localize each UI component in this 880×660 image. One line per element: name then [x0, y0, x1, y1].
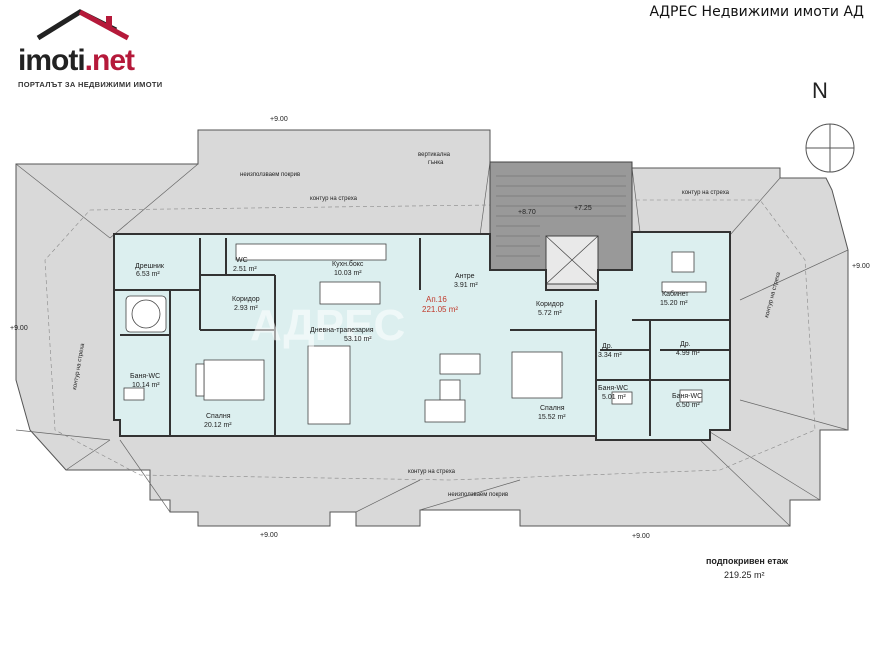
room-area: 10.03 m²: [334, 270, 362, 277]
room-area: 5.01 m²: [602, 394, 626, 401]
room-area: 3.34 m²: [598, 352, 622, 359]
room-labels: Дрешник 6.53 m² WC 2.51 m² Кухн.бокс 10.…: [130, 257, 702, 429]
room-area: 20.12 m²: [204, 422, 232, 429]
elev-bottom-left: +9.00: [260, 532, 278, 539]
room-name: Др.: [602, 343, 613, 350]
unused-roof-bottom: неизползваем покрив: [448, 492, 508, 498]
eave-label-right-top: контур на стреха: [682, 190, 730, 196]
house-roof-icon: [36, 9, 130, 41]
elev-top-left: +9.00: [270, 116, 288, 123]
agency-name: АДРЕС Недвижими имоти АД: [649, 4, 864, 20]
site-logo[interactable]: imoti.net ПОРТАЛЪТ ЗА НЕДВИЖИМИ ИМОТИ: [8, 8, 168, 89]
vertical-fold-line1: вертикална: [418, 152, 451, 158]
furniture: [123, 243, 707, 425]
room-area: 53.10 m²: [344, 336, 372, 343]
room-name: Коридор: [536, 301, 564, 308]
room-area: 4.99 m²: [676, 350, 700, 357]
room-name: Кабинет: [662, 290, 689, 298]
roof-ridges: [15, 161, 849, 527]
room-area: 5.72 m²: [538, 310, 562, 317]
logo-wordmark: imoti.net: [18, 44, 135, 78]
room-name: WC: [236, 257, 248, 264]
elevation-markers: +9.00 +9.00 +9.00 +9.00 +9.00 +8.70 +7.2…: [10, 116, 870, 540]
unused-roof-top: неизползваем покрив: [240, 172, 300, 178]
room-name: Коридор: [232, 296, 260, 303]
interior-walls: [114, 238, 730, 436]
room-area: 10.14 m²: [132, 382, 160, 389]
compass-rose-icon: [805, 123, 855, 173]
logo-subtitle: ПОРТАЛЪТ ЗА НЕДВИЖИМИ ИМОТИ: [18, 80, 163, 89]
elev-stair1: +8.70: [518, 209, 536, 216]
room-name: Баня-WC: [130, 373, 160, 380]
north-label: N: [812, 78, 828, 103]
room-name: Спалня: [540, 405, 565, 412]
room-area: 15.52 m²: [538, 414, 566, 421]
eave-label-top: контур на стреха: [310, 196, 358, 202]
apartment-area: 221.05 m²: [422, 305, 458, 314]
room-name: Дрешник: [135, 263, 165, 270]
room-area: 3.91 m²: [454, 282, 478, 289]
elev-left: +9.00: [10, 325, 28, 332]
room-area: 6.53 m²: [136, 271, 160, 278]
room-area: 15.20 m²: [660, 300, 688, 307]
logo-domain: .net: [84, 44, 135, 77]
room-area: 2.51 m²: [233, 266, 257, 273]
room-name: Баня-WC: [598, 385, 628, 392]
elev-stair2: +7.25: [574, 205, 592, 212]
room-name: Др.: [680, 341, 691, 348]
stair-steps: [496, 175, 626, 257]
vertical-fold-line2: гънка: [428, 160, 444, 166]
room-area: 6.50 m²: [676, 402, 700, 409]
eave-label-bottom: контур на стреха: [408, 469, 456, 475]
floor-area: 219.25 m²: [724, 570, 765, 580]
room-name: Кухн.бокс: [332, 260, 364, 268]
room-name: Антре: [455, 273, 475, 280]
apartment-floor: [113, 231, 731, 441]
logo-text: imoti: [18, 44, 86, 77]
room-area: 2.93 m²: [234, 305, 258, 312]
room-name: Баня-WC: [672, 393, 702, 400]
apartment-name: Ап.16: [426, 295, 447, 304]
floor-name: подпокривен етаж: [706, 556, 789, 566]
room-name: Спалня: [206, 413, 231, 420]
elev-right: +9.00: [852, 263, 870, 270]
room-name: Дневна-трапезария: [310, 327, 374, 334]
watermark: АДРЕС: [250, 301, 405, 350]
elev-bottom-right: +9.00: [632, 533, 650, 540]
